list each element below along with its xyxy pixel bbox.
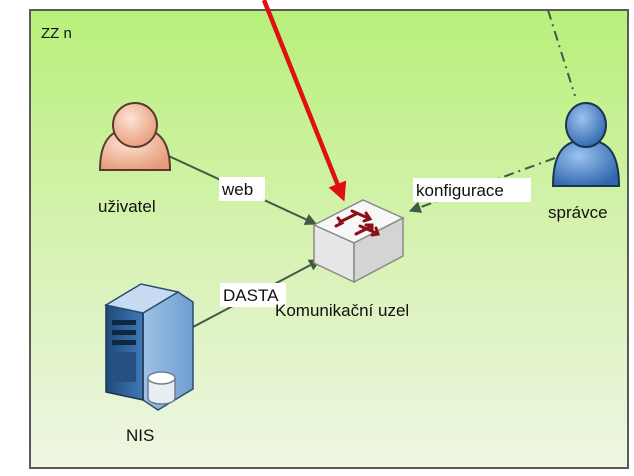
config-connector	[408, 157, 556, 213]
user-label: uživatel	[98, 197, 156, 216]
server-database-icon	[103, 283, 194, 411]
web-label-bg	[219, 177, 265, 201]
server-label: NIS	[126, 426, 154, 445]
dasta-label-bg	[220, 283, 286, 307]
admin-person-icon	[551, 102, 621, 187]
switch-label: Komunikační uzel	[275, 301, 409, 320]
web-label: web	[221, 180, 253, 199]
network-switch-icon	[312, 199, 405, 284]
external-link-line	[547, 9, 576, 97]
admin-label: správce	[548, 203, 608, 222]
dasta-label: DASTA	[223, 286, 279, 305]
highlight-arrow	[261, 0, 347, 202]
zone-title: ZZ n	[41, 25, 72, 42]
config-label: konfigurace	[416, 181, 504, 200]
config-label-bg	[413, 178, 531, 202]
user-person-icon	[98, 102, 172, 171]
